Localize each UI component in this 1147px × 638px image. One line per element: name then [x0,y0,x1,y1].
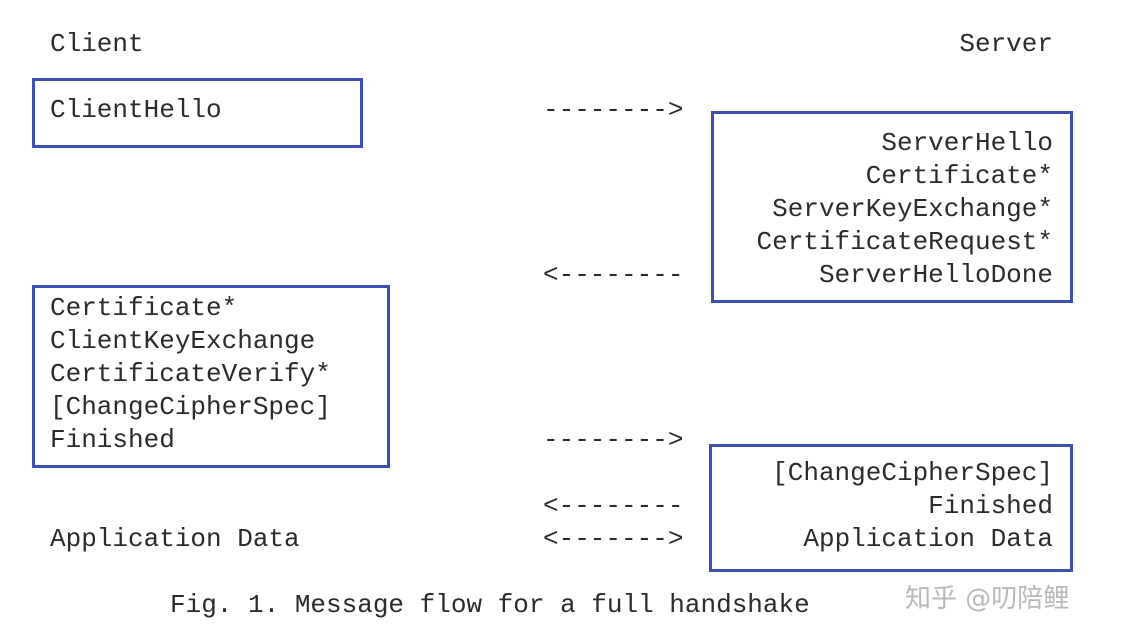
client-change-cipher-spec-line: [ChangeCipherSpec] [50,392,331,422]
server-change-cipher-spec-line: [ChangeCipherSpec] [772,458,1053,488]
server-application-data-line: Application Data [803,524,1053,554]
server-certificate-line: Certificate* [865,161,1053,191]
server-hello-done-line: ServerHelloDone [818,260,1053,290]
client-finished-line: Finished [50,425,175,455]
arrow-server-to-client-2: <-------- [543,491,684,521]
server-header: Server [959,29,1053,59]
server-hello-group-lines: ServerHello Certificate* ServerKeyExchan… [715,127,1053,292]
server-finished-line: Finished [928,491,1053,521]
client-hello-box [32,78,363,148]
server-hello-group-box [711,111,1073,303]
client-key-group-box [32,285,390,468]
figure-caption: Fig. 1. Message flow for a full handshak… [170,590,810,620]
client-hello-label: ClientHello [50,95,222,125]
server-hello-line: ServerHello [881,128,1053,158]
certificate-verify-line: CertificateVerify* [50,359,331,389]
arrow-client-to-server-2: --------> [543,425,684,455]
client-key-exchange-line: ClientKeyExchange [50,326,316,356]
client-header: Client [50,29,144,59]
arrow-client-to-server-1: --------> [543,95,684,125]
server-finished-group-box [709,444,1073,572]
client-key-group-lines: Certificate* ClientKeyExchange Certifica… [50,292,331,457]
server-key-exchange-line: ServerKeyExchange* [772,194,1053,224]
client-application-data: Application Data [50,524,300,554]
arrow-server-to-client-1: <-------- [543,260,684,290]
arrow-bidirectional: <-------> [543,524,684,554]
certificate-request-line: CertificateRequest* [756,227,1053,257]
watermark: 知乎 @叨陪鲤 [905,584,1070,614]
server-finished-group-lines: [ChangeCipherSpec] Finished Application … [713,457,1053,556]
client-certificate-line: Certificate* [50,293,238,323]
